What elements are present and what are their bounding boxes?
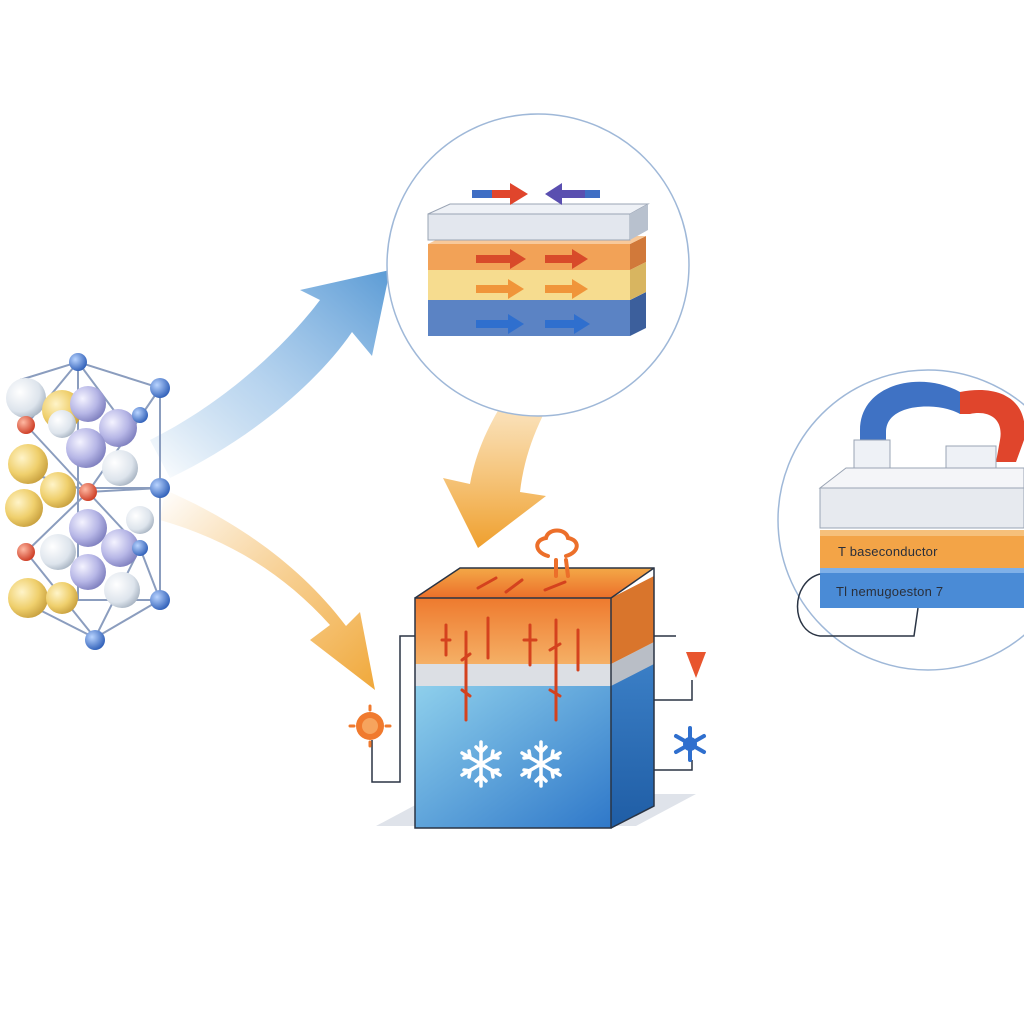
film-blue-layer xyxy=(820,568,1024,608)
magnet-film-panel: T baseconductor Tl nemugoeston 7 xyxy=(777,369,1024,671)
spin-arrows xyxy=(472,183,600,334)
device-wires xyxy=(371,635,693,783)
heat-source-icon xyxy=(348,704,392,748)
layer-label-lower: Tl nemugoeston 7 xyxy=(836,584,943,599)
arrow-lattice-to-device xyxy=(160,490,375,690)
magnetic-multilayer-icon xyxy=(386,113,690,417)
lattice-large-atoms xyxy=(5,378,154,618)
stack-layer-orange xyxy=(428,236,646,270)
hot-indicator-icon xyxy=(686,652,706,678)
film-wire xyxy=(796,573,919,637)
heat-flow-lines xyxy=(440,576,580,722)
horseshoe-magnet-icon xyxy=(853,381,1024,486)
lattice-small-atoms xyxy=(17,353,170,650)
snowflake-icon xyxy=(460,740,562,788)
cold-indicator-icon xyxy=(674,726,706,762)
crystal-lattice-icon xyxy=(5,353,170,650)
stack-layer-top xyxy=(427,203,650,241)
layer-label-upper: T baseconductor xyxy=(838,544,938,559)
heat-vapor-icon xyxy=(535,528,579,578)
film-orange-layer xyxy=(820,530,1024,568)
film-top-layer xyxy=(818,467,1024,529)
thermoelectric-cooler-icon xyxy=(348,528,706,829)
arrow-lattice-to-stack xyxy=(150,270,390,478)
